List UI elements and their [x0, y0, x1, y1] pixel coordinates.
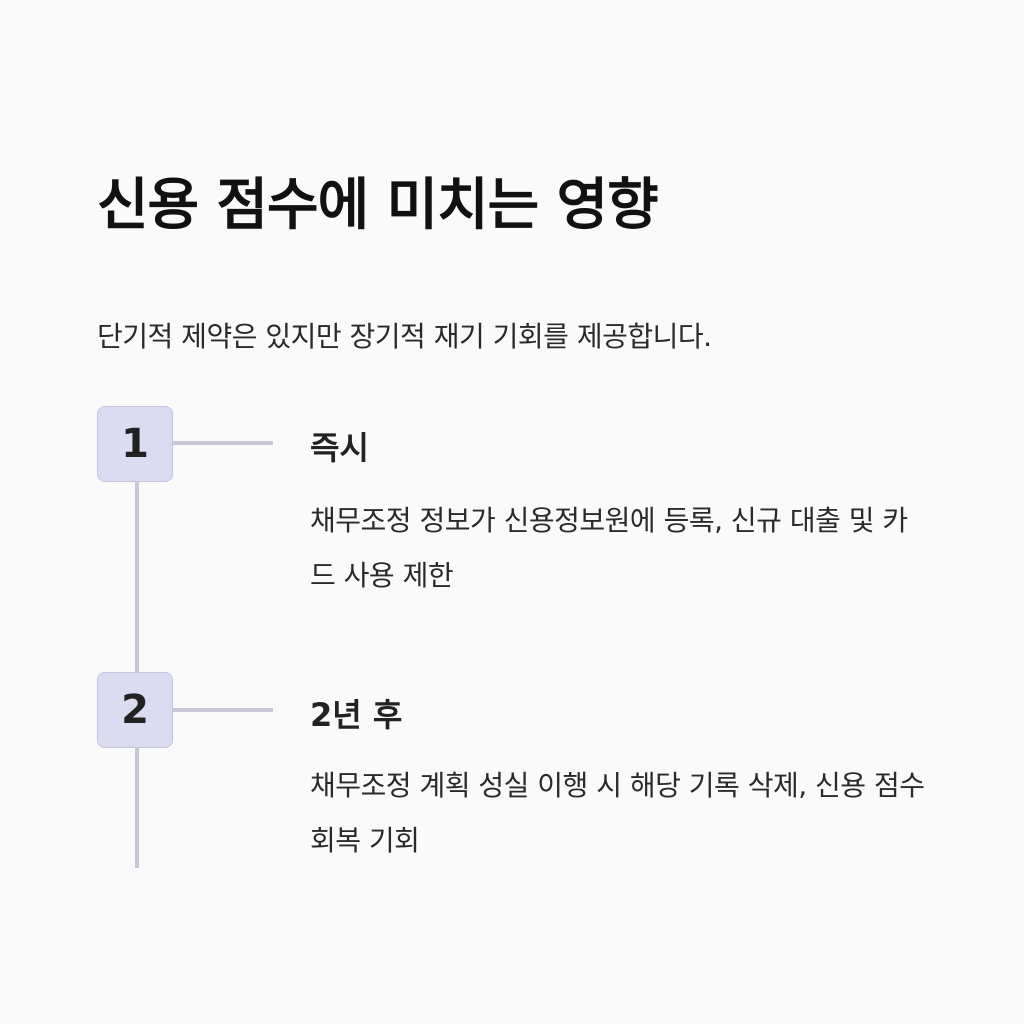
timeline-connector: [135, 748, 139, 868]
step-description: 채무조정 계획 성실 이행 시 해당 기록 삭제, 신용 점수 회복 기회: [310, 769, 925, 857]
step-connector-line: [173, 441, 273, 445]
timeline-connector: [135, 482, 139, 672]
step-title: 즉시: [310, 429, 369, 467]
step-title: 2년 후: [310, 696, 403, 734]
step-connector-line: [173, 708, 273, 712]
step-number-badge: 1: [97, 406, 173, 482]
step-description: 채무조정 정보가 신용정보원에 등록, 신규 대출 및 카드 사용 제한: [310, 504, 908, 592]
step-number-badge: 2: [97, 672, 173, 748]
page-title: 신용 점수에 미치는 영향: [97, 173, 659, 238]
page-subtitle: 단기적 제약은 있지만 장기적 재기 기회를 제공합니다.: [97, 320, 712, 353]
